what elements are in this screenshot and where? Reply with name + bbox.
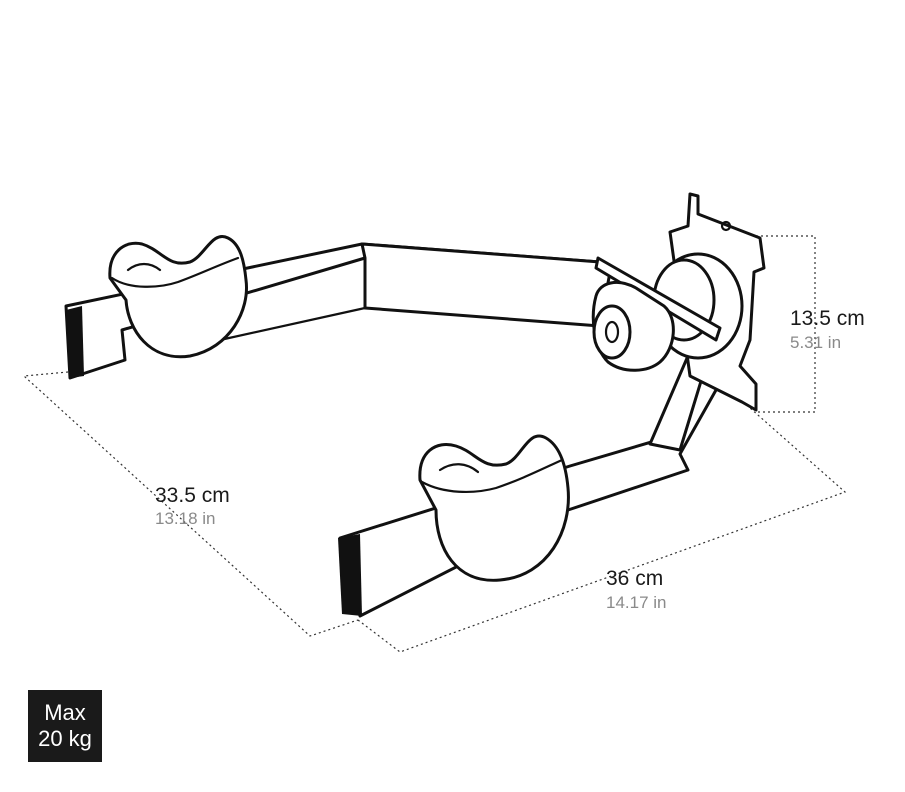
max-load-badge: Max 20 kg [28, 690, 102, 762]
max-load-label: Max [44, 700, 86, 725]
depth-metric-label: 33.5 cm [155, 484, 230, 507]
width-imperial-label: 14.17 in [606, 593, 667, 612]
front-cradle [418, 434, 570, 582]
back-cradle [108, 235, 248, 359]
max-load-value: 20 kg [38, 726, 92, 751]
width-metric-label: 36 cm [606, 567, 663, 590]
height-metric-label: 13.5 cm [790, 307, 865, 330]
height-imperial-label: 5.31 in [790, 333, 841, 352]
depth-imperial-label: 13.18 in [155, 509, 216, 528]
adjustment-knob [591, 280, 675, 372]
wall-mount [594, 192, 766, 412]
footprint-dotted-outline [22, 235, 847, 653]
